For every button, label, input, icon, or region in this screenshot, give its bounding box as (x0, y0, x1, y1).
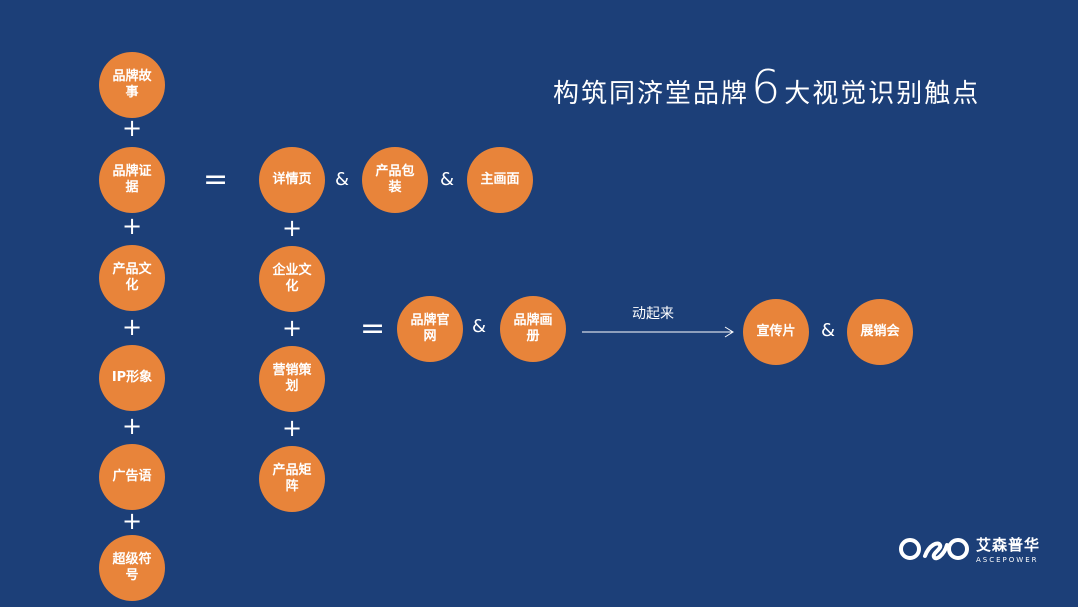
title-number: 6 (751, 60, 783, 114)
node-key-visual: 主画面 (467, 147, 533, 213)
and-sign: & (821, 320, 836, 341)
plus-sign: + (281, 314, 303, 342)
oso-logo-mark-icon (899, 538, 969, 561)
node-promo-video: 宣传片 (743, 299, 809, 365)
node-marketing-planning: 营销策划 (259, 346, 325, 412)
title-before: 构筑同济堂品牌 (553, 79, 750, 109)
node-brand-evidence: 品牌证据 (99, 147, 165, 213)
logo-name-cn: 艾森普华 (976, 536, 1041, 554)
equals-sign: = (360, 311, 386, 346)
arrow-label: 动起来 (632, 306, 674, 322)
and-sign: & (335, 169, 350, 190)
node-detail-page: 详情页 (259, 147, 325, 213)
node-corporate-culture: 企业文化 (259, 246, 325, 312)
plus-sign: + (121, 212, 143, 240)
node-slogan: 广告语 (99, 444, 165, 510)
node-ip-image: IP形象 (99, 345, 165, 411)
plus-sign: + (281, 414, 303, 442)
node-product-matrix: 产品矩阵 (259, 446, 325, 512)
and-sign: & (472, 316, 487, 337)
logo-name-en: ASCEPOWER (976, 556, 1039, 564)
company-logo: 艾森普华 ASCEPOWER (898, 534, 1040, 564)
node-super-symbol: 超级符号 (99, 535, 165, 601)
node-exhibition: 展销会 (847, 299, 913, 365)
logo-text: 艾森普华 ASCEPOWER (976, 534, 1040, 564)
plus-sign: + (121, 313, 143, 341)
slide-title: 构筑同济堂品牌 6 大视觉识别触点 (553, 60, 980, 110)
plus-sign: + (121, 412, 143, 440)
equals-sign: = (203, 162, 229, 197)
plus-sign: + (121, 507, 143, 535)
plus-sign: + (121, 114, 143, 142)
node-product-packaging: 产品包装 (362, 147, 428, 213)
right-arrow-icon (582, 326, 734, 338)
node-brand-story: 品牌故事 (99, 52, 165, 118)
node-product-culture: 产品文化 (99, 245, 165, 311)
node-brand-website: 品牌官网 (397, 296, 463, 362)
plus-sign: + (281, 214, 303, 242)
node-brand-brochure: 品牌画册 (500, 296, 566, 362)
title-after: 大视觉识别触点 (784, 79, 981, 109)
and-sign: & (440, 169, 455, 190)
